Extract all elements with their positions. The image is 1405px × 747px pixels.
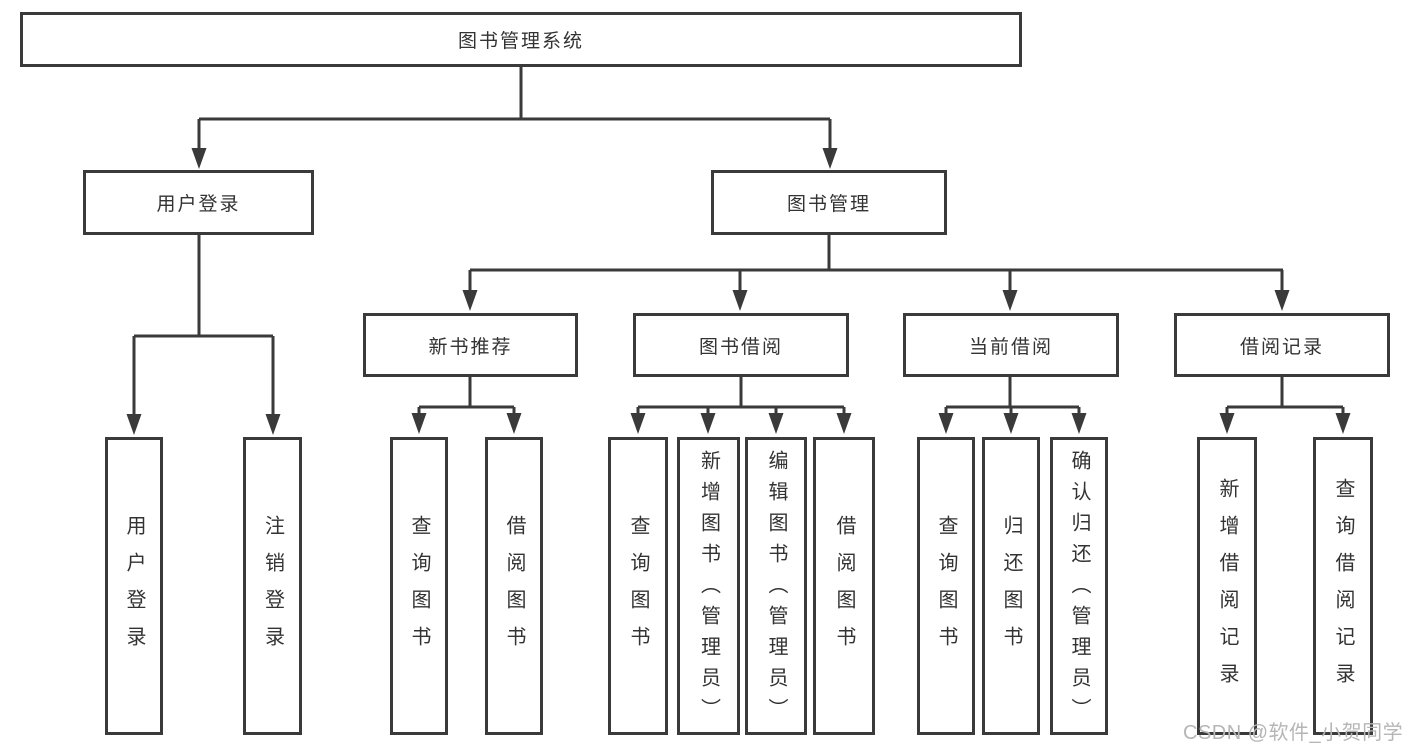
leaf-add-books-admin: 新增图书（管理员） bbox=[677, 437, 740, 735]
leaf-borrow-books-2: 借阅图书 bbox=[813, 437, 875, 735]
node-current-borrowing: 当前借阅 bbox=[903, 313, 1119, 377]
node-book-management: 图书管理 bbox=[711, 170, 947, 235]
connector-strokes bbox=[132, 67, 1345, 418]
node-borrowing-records: 借阅记录 bbox=[1174, 313, 1390, 377]
leaf-query-books-2: 查询图书 bbox=[608, 437, 668, 735]
node-new-book-recommend: 新书推荐 bbox=[363, 313, 578, 377]
leaf-query-borrow-record: 查询借阅记录 bbox=[1313, 437, 1373, 735]
leaf-logout: 注销登录 bbox=[243, 437, 302, 735]
leaf-query-books-3: 查询图书 bbox=[917, 437, 975, 735]
leaf-edit-books-admin: 编辑图书（管理员） bbox=[745, 437, 807, 735]
leaf-add-borrow-record: 新增借阅记录 bbox=[1197, 437, 1257, 735]
leaf-borrow-books-1: 借阅图书 bbox=[485, 437, 543, 735]
node-root-library-system: 图书管理系统 bbox=[20, 12, 1022, 67]
node-user-login: 用户登录 bbox=[83, 170, 314, 235]
node-book-borrowing: 图书借阅 bbox=[633, 313, 849, 377]
leaf-return-books: 归还图书 bbox=[982, 437, 1040, 735]
leaf-confirm-return-admin: 确认归还（管理员） bbox=[1050, 437, 1108, 735]
leaf-query-books-1: 查询图书 bbox=[390, 437, 448, 735]
arrowheads bbox=[126, 148, 1351, 435]
leaf-user-login: 用户登录 bbox=[105, 437, 163, 735]
csdn-watermark: CSDN @软件_小贺同学 bbox=[1183, 722, 1404, 744]
